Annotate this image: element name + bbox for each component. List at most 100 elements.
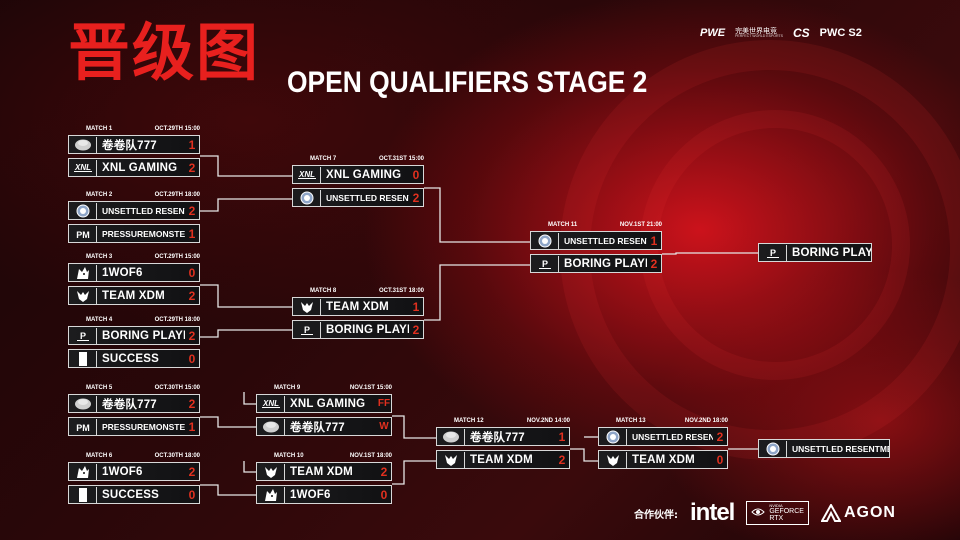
team-score: 0 [188, 487, 196, 502]
team-row[interactable]: UNSETTLED RESENTMENT1 [530, 231, 662, 250]
team-score: 2 [558, 452, 566, 467]
match-label: MATCH 12 [454, 418, 484, 424]
svg-text:XNL: XNL [298, 170, 315, 179]
team-score: 2 [188, 288, 196, 303]
match-date: NOV.2ND 14:00 [526, 418, 570, 424]
team-name: TEAM XDM [326, 300, 389, 313]
xdm-logo-icon [257, 463, 285, 480]
team-name: TEAM XDM [632, 453, 695, 466]
xnl-logo-icon: XNL [257, 395, 285, 412]
team-name: BORING PLAYER [102, 329, 185, 342]
ur-logo-icon [759, 440, 787, 457]
match-date: OCT.30TH 15:00 [154, 385, 200, 391]
bracket-connector [200, 416, 256, 428]
bracket-connector [662, 252, 758, 255]
match-label: MATCH 7 [310, 156, 337, 162]
team-name: 1WOF6 [102, 465, 143, 478]
team-score: 2 [188, 203, 196, 218]
match-label: MATCH 10 [274, 453, 304, 459]
qualified-team-card: UNSETTLED RESENTMENT [758, 439, 890, 458]
team-name: TEAM XDM [102, 289, 165, 302]
match-date: NOV.1ST 18:00 [349, 453, 392, 459]
team-score: 2 [650, 256, 658, 271]
avatar-icon [437, 428, 465, 445]
team-name: UNSETTLED RESENTMENT [326, 192, 409, 203]
bracket-connector [200, 198, 292, 212]
match-date: OCT.29TH 18:00 [154, 317, 200, 323]
pwe-logo: PWE [700, 27, 726, 39]
nvidia-brand: NVIDIA [769, 502, 783, 508]
agon-text: AGON [843, 504, 896, 521]
match-label: MATCH 13 [616, 418, 646, 424]
match-slot: UNSETTLED RESENTMENT2 [598, 427, 728, 446]
team-row[interactable]: SUCCESS 0 [68, 349, 200, 368]
rtx-line2: RTX [769, 515, 784, 523]
match-date: OCT.30TH 18:00 [154, 453, 200, 459]
team-score: 0 [188, 351, 196, 366]
match-slot: UNSETTLED RESENTMENT2 [68, 201, 200, 220]
team-name: XNL GAMING [326, 168, 402, 181]
team-row[interactable]: UNSETTLED RESENTMENT [758, 439, 890, 458]
team-row[interactable]: PMPRESSUREMONSTERS1 [68, 224, 200, 243]
pwe-logo-text: 完美世界电竞 PERFECT WORLD ESPORTS [735, 28, 783, 39]
success-logo-icon [69, 350, 97, 367]
team-name: PRESSUREMONSTERS [102, 228, 185, 239]
xdm-logo-icon [437, 451, 465, 468]
avatar-icon [257, 418, 285, 435]
svg-text:PM: PM [76, 230, 90, 240]
svg-text:P: P [769, 248, 775, 258]
team-row[interactable]: PMPRESSUREMONSTERS1 [68, 417, 200, 436]
team-row[interactable]: UNSETTLED RESENTMENT2 [598, 427, 728, 446]
svg-text:P: P [79, 331, 85, 341]
xnl-logo-icon: XNL [69, 159, 97, 176]
page-title: 晋级图 [68, 16, 261, 89]
pm-logo-icon: PM [69, 418, 97, 435]
team-row[interactable]: UNSETTLED RESENTMENT2 [68, 201, 200, 220]
match-date: OCT.29TH 15:00 [154, 126, 200, 132]
team-score: 1 [188, 419, 196, 434]
svg-text:XNL: XNL [74, 163, 91, 172]
team-row[interactable]: TEAM XDM 2 [68, 286, 200, 305]
bracket-connector [200, 484, 256, 496]
avatar-icon [69, 395, 97, 412]
bracket-connector [392, 460, 436, 485]
intel-logo: intel [690, 499, 735, 526]
team-name: SUCCESS [102, 352, 159, 365]
team-score: 2 [412, 322, 420, 337]
team-row[interactable]: UNSETTLED RESENTMENT2 [292, 188, 424, 207]
team-name: TEAM XDM [290, 465, 353, 478]
bracket-connector [392, 415, 436, 439]
match-header: MATCH 10 NOV.1ST 18:00 [258, 451, 392, 461]
